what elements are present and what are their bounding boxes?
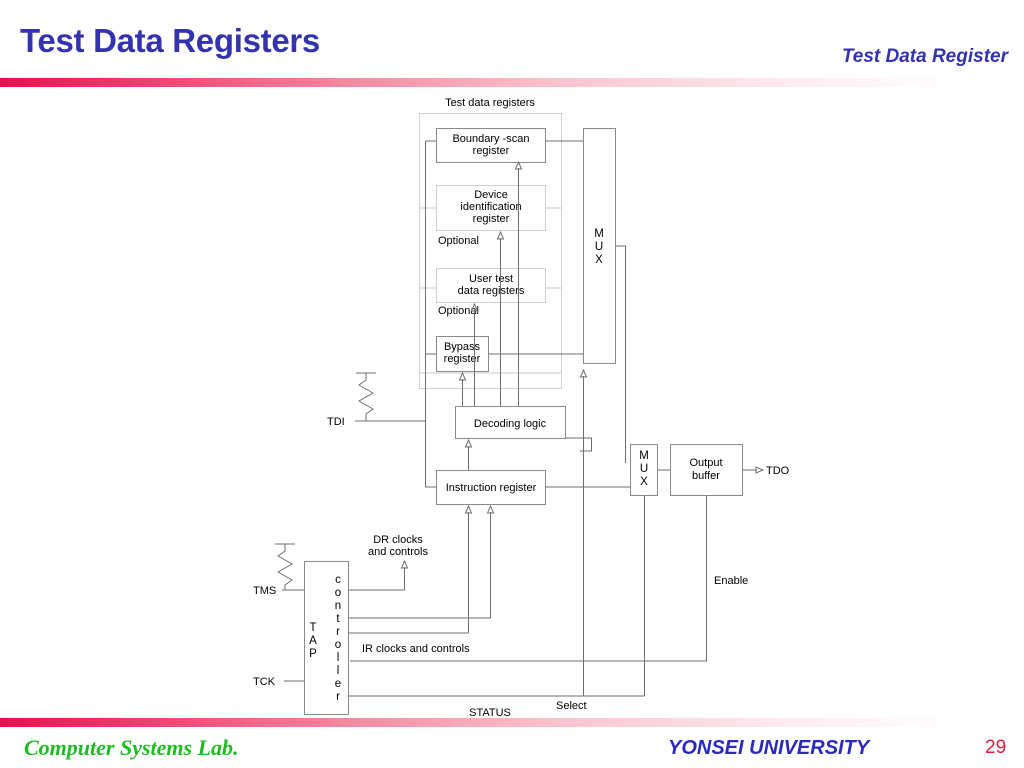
device-identification-register-label-line3: register (473, 213, 510, 225)
mux-big-char-x: X (595, 254, 603, 266)
tms-pullup-resistor-icon (276, 544, 294, 590)
tap-controller-char-l1: l (337, 652, 340, 664)
test-data-registers-group-box (419, 113, 562, 389)
arrowhead-dr-clocks (400, 559, 409, 569)
tap-controller-char-o2: o (335, 639, 341, 651)
device-identification-register-label-line2: identification (460, 201, 521, 213)
tap-controller-tap-char-a: A (309, 635, 317, 647)
slide-number: 29 (985, 737, 1007, 758)
arrowhead-mux-big-select (579, 368, 588, 378)
tap-controller-char-n: n (335, 600, 341, 612)
tap-controller-tap-char-p: P (309, 648, 317, 660)
footer-lab-name: Computer Systems Lab. (24, 735, 239, 760)
mux-small-char-m: M (639, 450, 649, 462)
arrowhead-device-id (496, 230, 505, 240)
mux-small-char-x: X (640, 476, 648, 488)
tap-controller-char-l2: l (337, 665, 340, 677)
user-test-data-registers-block (436, 268, 546, 303)
wire-enable (350, 495, 707, 662)
bypass-register-block (436, 336, 489, 372)
arrowhead-ir-clock-a (464, 504, 473, 514)
output-buffer-label-line2: buffer (692, 470, 720, 482)
tap-controller-char-o1: o (335, 587, 341, 599)
footer-university-name: YONSEI UNIVERSITY (668, 737, 870, 759)
boundary-scan-register-label-line1: Boundary -scan (452, 133, 529, 145)
select-label: Select (556, 700, 587, 712)
device-identification-register-block (436, 185, 546, 231)
decoding-logic-label: Decoding logic (474, 418, 547, 430)
instruction-register-label: Instruction register (446, 482, 537, 494)
tdi-label: TDI (327, 416, 345, 428)
wire-decoding-logic-to-mux-small-right (565, 437, 592, 452)
arrowhead-bypass (458, 371, 467, 381)
boundary-scan-register-label-line2: register (473, 145, 510, 157)
tms-label: TMS (253, 585, 276, 597)
tap-controller-char-e: e (335, 678, 341, 690)
tdo-label: TDO (766, 465, 790, 477)
optional-label-user-test: Optional (438, 305, 479, 317)
slide-header: Test Data Registers Test Data Register (0, 0, 1024, 90)
dr-clocks-label-line2: and controls (368, 546, 428, 558)
tap-controller-char-c: c (335, 574, 341, 586)
wire-mux-big-output-to-mux-small (615, 245, 626, 463)
arrowhead-user-test (470, 302, 479, 312)
ir-clocks-label: IR clocks and controls (362, 643, 470, 655)
decoding-logic-block (455, 406, 566, 439)
tap-controller-block (304, 561, 349, 715)
arrowhead-ir-clock-b (486, 504, 495, 514)
page-title: Test Data Registers (20, 22, 320, 59)
test-data-register-block-diagram: Test data registers Boundary -scan regis… (0, 88, 1024, 718)
boundary-scan-register-block (436, 128, 546, 163)
bypass-register-label-line1: Bypass (444, 341, 481, 353)
mux-big-char-m: M (594, 228, 604, 240)
arrowhead-tdo (755, 466, 765, 474)
output-buffer-label-line1: Output (689, 457, 722, 469)
tdi-pullup-resistor-icon (357, 373, 375, 421)
mux-big-block (583, 128, 616, 364)
header-subtitle: Test Data Register (841, 46, 1008, 67)
enable-label: Enable (714, 575, 748, 587)
tap-controller-tap-char-t: T (309, 622, 316, 634)
status-label: STATUS (469, 707, 511, 718)
user-test-data-registers-label-line1: User test (469, 273, 513, 285)
dr-clocks-label-line1: DR clocks (373, 534, 423, 546)
tap-controller-char-r1: r (336, 626, 340, 638)
tap-controller-char-t: t (336, 613, 340, 625)
device-identification-register-label-line1: Device (474, 189, 508, 201)
arrowhead-decoding-logic (464, 438, 473, 448)
mux-big-char-u: U (595, 241, 603, 253)
optional-label-device-id: Optional (438, 235, 479, 247)
header-divider (0, 78, 1024, 87)
tck-label: TCK (253, 676, 276, 688)
user-test-data-registers-label-line2: data registers (458, 285, 525, 297)
wire-dr-clocks (348, 567, 405, 591)
mux-small-char-u: U (640, 463, 648, 475)
test-data-registers-group-label: Test data registers (445, 97, 535, 109)
tap-controller-char-r2: r (336, 691, 340, 703)
mux-small-block (630, 444, 658, 496)
arrowhead-boundary-scan (514, 160, 523, 170)
bypass-register-label-line2: register (444, 353, 481, 365)
footer-divider (0, 718, 1024, 727)
